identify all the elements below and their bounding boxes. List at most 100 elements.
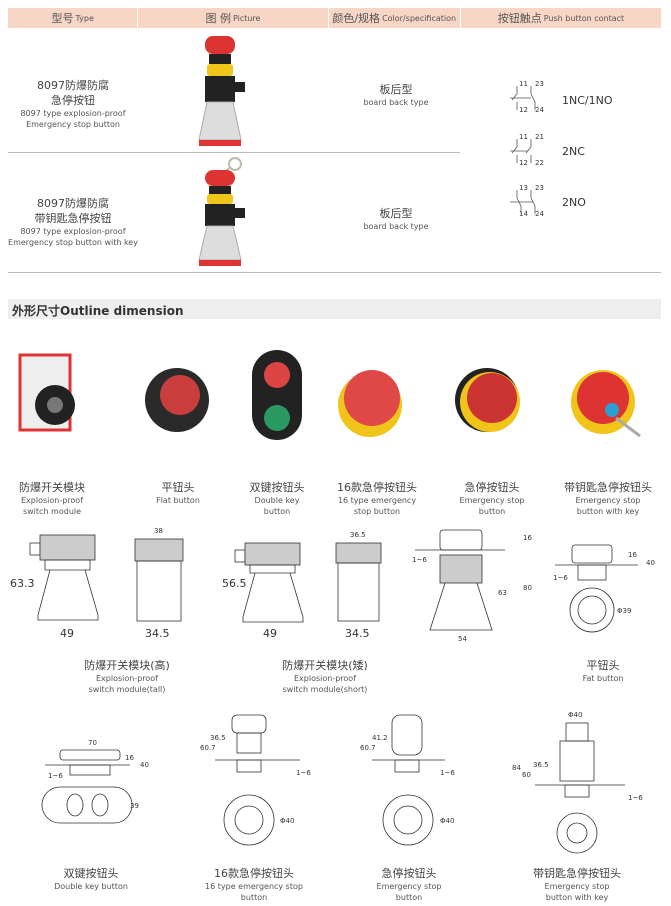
type-en: Emergency stop button — [26, 120, 120, 129]
double-key-photo — [252, 350, 302, 440]
text-label: 40 — [140, 761, 149, 769]
type-cn: 带钥匙急停按钮 — [34, 212, 112, 225]
text-label: Φ40 — [280, 817, 294, 825]
text-label: 56.5 — [222, 577, 247, 590]
text-label: 40 — [646, 559, 655, 567]
text-label: 49 — [60, 627, 74, 640]
tall-module-drawing: 63.3 49 38 34.5 — [10, 527, 184, 640]
text-label: Explosion-proof — [20, 496, 84, 505]
text-label: 16款急停按钮头 — [337, 481, 417, 494]
drawing-label: 双键按钮头 Double key button — [36, 866, 146, 892]
product-label: 16款急停按钮头 16 type emergency stop button — [322, 480, 432, 517]
text-label: 54 — [458, 635, 467, 643]
type-en: 8097 type explosion-proof — [20, 227, 126, 236]
type-cn: 急停按钮 — [51, 94, 95, 107]
text-label: stop button — [353, 507, 401, 516]
text-label: 16款急停按钮头 — [214, 867, 294, 880]
text-label: 36.5 — [210, 734, 226, 742]
text-label: button — [263, 507, 291, 516]
text-label: Double key button — [54, 882, 128, 891]
text-label: Φ39 — [617, 607, 631, 615]
16-type-stop-photo — [338, 370, 402, 437]
text-label: 双键按钮头 — [63, 867, 119, 880]
text-label: Push button contact — [543, 13, 625, 23]
text-label: switch module — [22, 507, 82, 516]
switch-module-photo — [18, 353, 75, 432]
text-label: 2NC — [562, 145, 585, 158]
fat-button-drawing: 16 40 1~6 Φ39 — [553, 544, 655, 633]
spec-cn: 板后型 — [379, 207, 413, 220]
spec-cn: 板后型 — [379, 83, 413, 96]
text-label: Explosion-proof — [293, 674, 357, 683]
text-label: switch module(tall) — [88, 685, 166, 694]
text-label: 12 — [519, 106, 528, 114]
spec-en: board back type — [363, 98, 429, 107]
row2-spec: 板后型 board back type — [330, 206, 462, 232]
emergency-stop-photo — [198, 36, 245, 146]
drawing-label: 防爆开关模块(高) Explosion-proof switch module(ta… — [52, 658, 202, 695]
text-label: 12 — [519, 159, 528, 167]
text-label: 1~6 — [553, 574, 568, 582]
key-stop-drawing: Φ40 84 60 36.5 1~6 — [512, 711, 643, 854]
text-label: 防爆开关模块(高) — [84, 659, 170, 672]
text-label: 13 — [519, 184, 528, 192]
text-label: 23 — [535, 184, 544, 192]
text-label: 80 — [523, 584, 532, 592]
dimension-drawings-row1: 63.3 49 38 34.5 56.5 49 36.5 34.5 16 1~6… — [10, 527, 655, 643]
text-label: 36.5 — [533, 761, 549, 769]
text-label: 23 — [535, 80, 544, 88]
text-label: 36.5 — [350, 531, 366, 539]
row2-type: 8097防爆防腐 带钥匙急停按钮 8097 type explosion-pro… — [8, 196, 138, 248]
text-label: Double key — [254, 496, 300, 505]
text-label: 16 — [125, 754, 134, 762]
text-label: Emergency stop — [459, 496, 525, 505]
text-label: Explosion-proof — [95, 674, 159, 683]
text-label: 70 — [88, 739, 97, 747]
text-label: 1~6 — [48, 772, 63, 780]
stop-button-photo — [455, 368, 520, 432]
text-label: 34.5 — [145, 627, 170, 640]
text-label: 63 — [498, 589, 507, 597]
text-label: 60.7 — [200, 744, 216, 752]
text-label: 双键按钮头 — [249, 481, 305, 494]
text-label: Fat button — [582, 674, 624, 683]
text-label: 11 — [519, 80, 528, 88]
text-label: Emergency stop — [376, 882, 442, 891]
text-label: 84 — [512, 764, 521, 772]
stop-button-drawing: 16 1~6 63 80 54 — [412, 529, 532, 643]
double-key-drawing: 70 16 40 1~6 39 — [41, 739, 149, 824]
product-label: 防爆开关模块 Explosion-proof switch module — [0, 480, 107, 517]
text-label: button — [240, 893, 268, 902]
text-label: 21 — [535, 133, 544, 141]
text-label: Color/specification — [382, 13, 457, 23]
text-label: 49 — [263, 627, 277, 640]
text-label: 60 — [522, 771, 531, 779]
text-label: 防爆开关模块(矮) — [282, 659, 368, 672]
text-label: 1~6 — [440, 769, 455, 777]
section-header: 外形尺寸Outline dimension — [8, 299, 661, 319]
row1-type: 8097防爆防腐 急停按钮 8097 type explosion-proof … — [8, 78, 138, 130]
text-label: 防爆开关模块 — [19, 481, 85, 494]
text-label: Emergency stop — [544, 882, 610, 891]
stop-drawing: 60.7 41.2 1~6 Φ40 — [360, 714, 455, 846]
text-label: 图 例 — [205, 12, 231, 25]
text-label: 16 type emergency — [337, 496, 417, 505]
spec-en: board back type — [363, 222, 429, 231]
text-label: 14 — [519, 210, 528, 218]
text-label: 型号 — [51, 12, 74, 25]
key-stop-photo — [571, 370, 641, 438]
text-label: button — [395, 893, 423, 902]
